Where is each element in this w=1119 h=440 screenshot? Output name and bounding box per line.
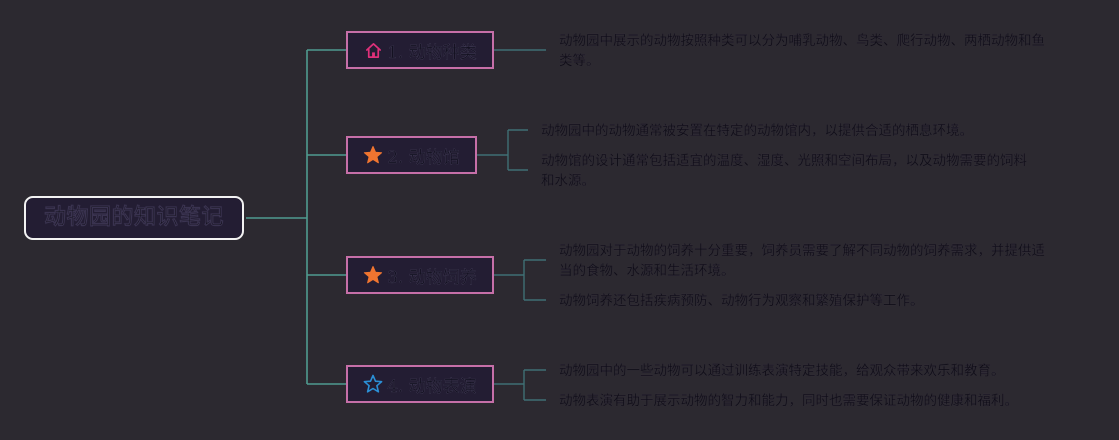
branch-label-4: 4. 动物表演 — [387, 376, 477, 397]
root-node[interactable]: 动物园的知识笔记 — [24, 196, 244, 240]
leaf-connector-3 — [494, 259, 546, 301]
home-icon — [363, 40, 383, 60]
note-3-2: 动物饲养还包括疾病预防、动物行为观察和繁殖保护等工作。 — [559, 293, 924, 309]
branch-node-3[interactable]: 3. 动物饲养 — [346, 256, 494, 294]
branch-node-1[interactable]: 1. 动物种类 — [346, 31, 494, 69]
note-3-1: 动物园对于动物的饲养十分重要，饲养员需要了解不同动物的饲养需求，并提供适当的食物… — [559, 243, 1045, 279]
branch-label-3: 3. 动物饲养 — [387, 267, 477, 288]
star-filled-icon — [363, 265, 383, 285]
branch-node-4[interactable]: 4. 动物表演 — [346, 365, 494, 403]
root-title: 动物园的知识笔记 — [43, 205, 224, 230]
leaf-connector-4 — [494, 369, 546, 401]
branch-label-2: 2. 动物馆 — [387, 147, 460, 168]
note-4-1: 动物园中的一些动物可以通过训练表演特定技能，给观众带来欢乐和教育。 — [559, 363, 1005, 379]
star-outline-icon — [363, 374, 383, 394]
note-1-1: 动物园中展示的动物按照种类可以分为哺乳动物、鸟类、爬行动物、两栖动物和鱼类等。 — [559, 33, 1045, 69]
leaf-connector-2 — [477, 129, 528, 171]
note-2-1: 动物园中的动物通常被安置在特定的动物馆内，以提供合适的栖息环境。 — [541, 123, 973, 139]
branch-label-1: 1. 动物种类 — [387, 42, 477, 63]
branch-node-2[interactable]: 2. 动物馆 — [346, 136, 477, 174]
note-4-2: 动物表演有助于展示动物的智力和能力，同时也需要保证动物的健康和福利。 — [559, 393, 1018, 409]
star-filled-icon — [363, 145, 383, 165]
note-2-2: 动物馆的设计通常包括适宜的温度、湿度、光照和空间布局，以及动物需要的饲料和水源。 — [541, 153, 1027, 189]
